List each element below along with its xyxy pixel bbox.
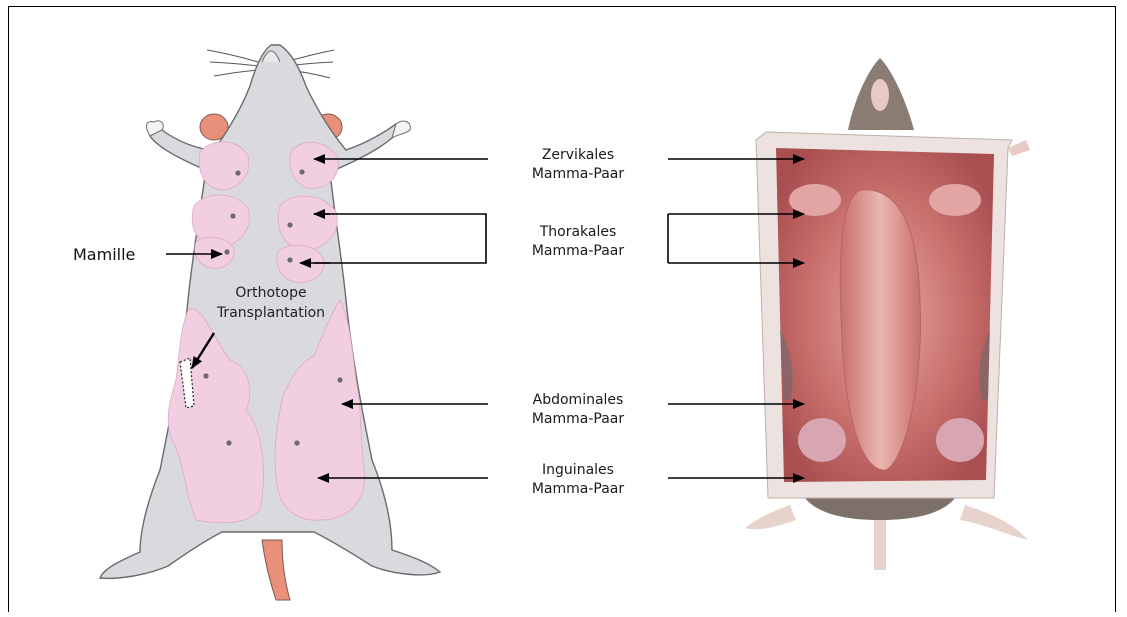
cervical-gland-right	[290, 142, 338, 188]
specimen-tail	[874, 520, 886, 570]
tail	[262, 540, 290, 600]
cervical-label-line2: Mamma-Paar	[532, 166, 625, 182]
dissection-photo	[745, 58, 1030, 570]
thoracic-label-line2: Mamma-Paar	[532, 243, 625, 259]
cervical-label-line1: Zervikales	[542, 147, 614, 163]
fat-pad-right-lower	[936, 418, 984, 462]
abdominal-label-line1: Abdominales	[533, 392, 624, 408]
fat-pad-left-upper	[789, 184, 841, 216]
fat-pad-right-upper	[929, 184, 981, 216]
nipple-label: Mamille	[73, 245, 135, 264]
hind-leg-left	[745, 505, 796, 529]
mouse-mouth	[871, 79, 889, 111]
abdominal-label-line2: Mamma-Paar	[532, 411, 625, 427]
right-front-paw	[392, 121, 410, 138]
orthotopic-label-line1: Orthotope	[235, 285, 306, 301]
schematic-mouse	[100, 45, 440, 600]
thoracic-label-line1: Thorakales	[539, 224, 617, 240]
fat-pad-left-lower	[798, 418, 846, 462]
orthotopic-label-line2: Transplantation	[216, 305, 325, 321]
inguinal-label-line2: Mamma-Paar	[532, 481, 625, 497]
hind-leg-right	[960, 505, 1028, 540]
inguinal-label-line1: Inguinales	[542, 462, 614, 478]
